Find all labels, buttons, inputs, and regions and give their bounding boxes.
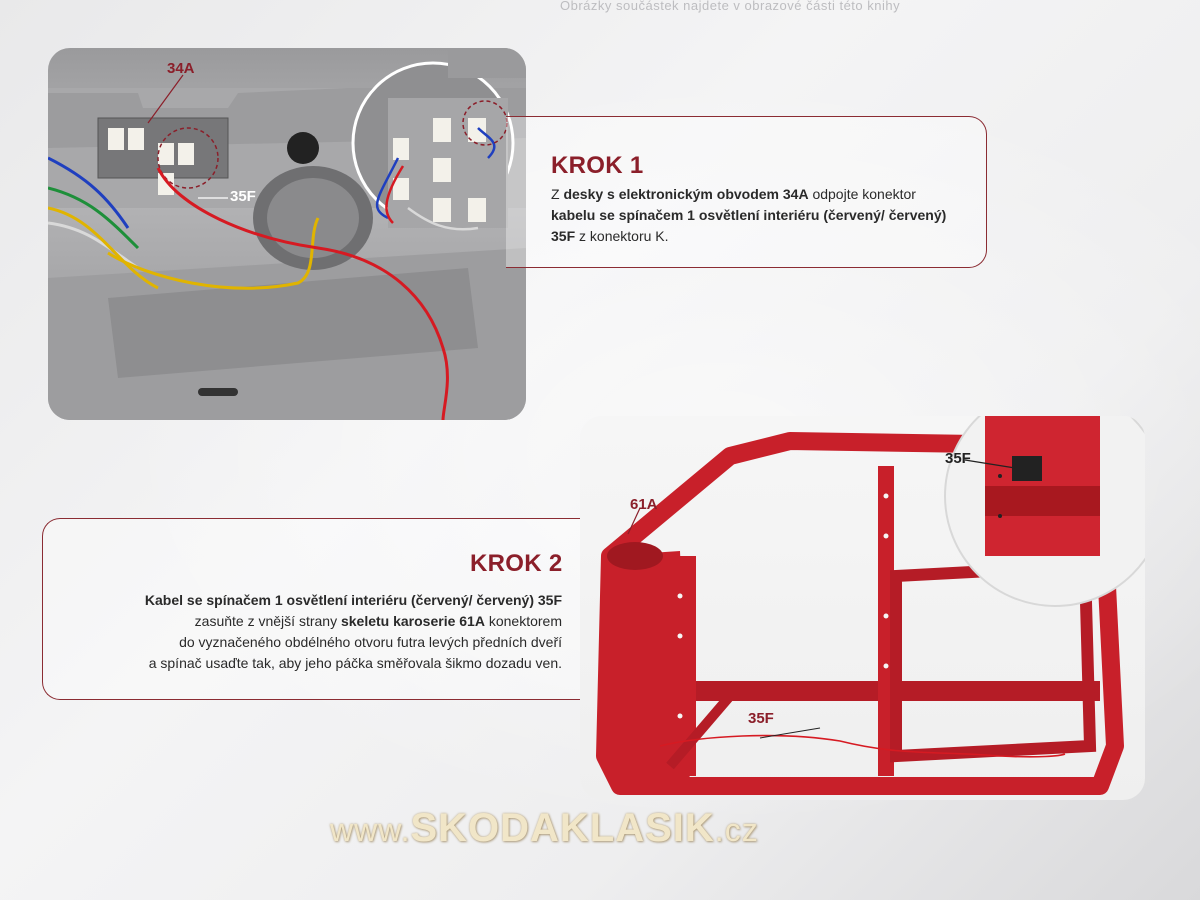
step-1-text-bold: desky s elektronickým obvodem 34A [563, 186, 809, 202]
step-2-text-part: a spínač usaďte tak, aby jeho páčka směř… [148, 655, 562, 671]
watermark-logo: www.SKODAKLASIK.cz [330, 806, 759, 851]
callout-35f-cable: 35F [748, 710, 774, 727]
step-1-text-bold: kabelu se spínačem 1 osvětlení interiéru… [551, 207, 947, 223]
step-1-title: KROK 1 [551, 152, 644, 179]
step-1-box [506, 116, 987, 268]
step-2-text-part: zasuňte z vnější strany [194, 613, 341, 629]
step-2-box [42, 518, 583, 700]
step-1-text-part: z konektoru K. [575, 228, 669, 244]
step-1-text-part: odpojte konektor [808, 186, 916, 202]
step-2-text: Kabel se spínačem 1 osvětlení interiéru … [70, 590, 562, 674]
photo-body-frame [580, 416, 1145, 800]
board-illustration [48, 48, 526, 420]
step-2-text-part: konektorem [484, 613, 562, 629]
step-1-text-part: Z [551, 186, 564, 202]
watermark-brand: SKODAKLASIK [410, 806, 715, 850]
photo-electronic-board [48, 48, 526, 420]
frame-illustration [596, 416, 1145, 795]
step-2-text-bold: Kabel se spínačem 1 osvětlení interiéru … [144, 592, 562, 608]
step-2-title: KROK 2 [470, 550, 563, 577]
watermark-prefix: www. [330, 812, 411, 848]
callout-61a: 61A [630, 496, 658, 513]
step-2-text-bold: skeletu karoserie 61A [340, 613, 485, 629]
callout-35f-detail: 35F [945, 450, 971, 467]
step-2-text-part: do vyznačeného obdélného otvoru futra le… [179, 634, 562, 650]
step-1-text-bold: 35F [551, 228, 576, 244]
watermark-suffix: .cz [714, 812, 759, 848]
step-1-text: Z desky s elektronickým obvodem 34A odpo… [551, 184, 971, 247]
callout-34a: 34A [167, 60, 195, 77]
callout-35f-board: 35F [230, 188, 256, 205]
ghost-heading: Obrázky součástek najdete v obrazové čás… [560, 0, 901, 13]
